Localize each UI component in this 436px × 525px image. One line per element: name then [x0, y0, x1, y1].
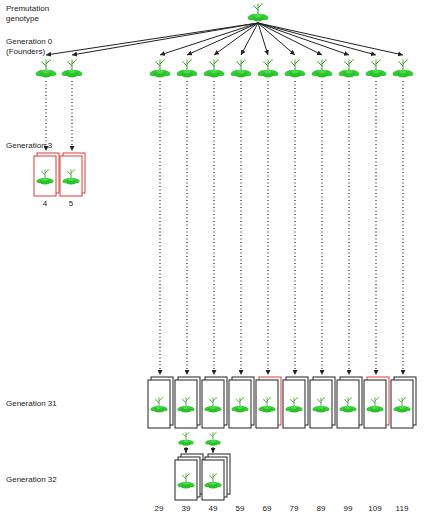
plant-icon: [392, 59, 414, 78]
sample-box: [60, 156, 82, 196]
sample-box: [175, 380, 197, 428]
plant-icon: [312, 397, 330, 413]
plant-icon: [339, 397, 357, 413]
dotted-arrow: [186, 81, 187, 375]
sample-box: [256, 380, 278, 428]
line-number: 59: [227, 504, 253, 514]
plant-icon: [177, 473, 195, 489]
plant-icon: [149, 59, 171, 78]
plant-icon: [365, 59, 387, 78]
arrow: [160, 23, 258, 55]
lineage-lines: [46, 81, 403, 375]
plant-icon: [36, 169, 54, 185]
dotted-arrow: [267, 81, 268, 375]
sample-box: [310, 380, 332, 428]
arrow: [258, 23, 322, 55]
sample-box: [175, 460, 197, 500]
arrow: [214, 23, 258, 55]
arrow: [258, 23, 349, 55]
plant-icon: [150, 397, 168, 413]
arrow: [186, 447, 187, 453]
plant-icon: [393, 397, 411, 413]
plant-icon: [258, 397, 276, 413]
plant-icon: [203, 59, 225, 78]
line-number: 99: [335, 504, 361, 514]
line-number: 69: [254, 504, 280, 514]
sample-box: [202, 460, 224, 500]
dotted-arrow: [348, 81, 349, 375]
founder-arrows: [46, 23, 403, 55]
row-label: Generation 3: [6, 141, 76, 151]
row-label: Premutation genotype: [6, 4, 64, 24]
line-number: 4: [35, 199, 55, 209]
dotted-arrow: [240, 81, 241, 375]
arrow: [213, 447, 214, 453]
plant-icon: [247, 3, 269, 22]
plant-icon: [338, 59, 360, 78]
line-number: 29: [146, 504, 172, 514]
arrow: [46, 23, 258, 55]
dotted-arrow: [71, 81, 72, 151]
plant-icon: [366, 397, 384, 413]
founder-plants: [35, 59, 414, 78]
dotted-arrow: [375, 81, 376, 375]
plant-icon: [285, 397, 303, 413]
dotted-arrow: [45, 81, 46, 151]
plant-icon: [62, 169, 80, 185]
dotted-arrow: [294, 81, 295, 375]
plant-icon: [177, 397, 195, 413]
dotted-arrow: [213, 81, 214, 375]
line-number: 119: [389, 504, 415, 514]
row-label: Generation 32: [6, 475, 86, 485]
plant-icon: [231, 397, 249, 413]
plant-icon: [178, 432, 195, 446]
dotted-arrow: [321, 81, 322, 375]
arrow: [258, 23, 403, 55]
generation-3-boxes: [34, 153, 85, 196]
plant-icon: [311, 59, 333, 78]
arrow: [187, 23, 258, 55]
plant-icon: [61, 59, 83, 78]
sample-box: [337, 380, 359, 428]
sample-box: [391, 380, 413, 428]
dotted-arrow: [159, 81, 160, 375]
arrow: [258, 23, 376, 55]
generation-32-boxes: [175, 454, 230, 500]
plant-icon: [204, 397, 222, 413]
line-number: 5: [61, 199, 81, 209]
line-number: 89: [308, 504, 334, 514]
sample-box: [202, 380, 224, 428]
plant-icon: [257, 59, 279, 78]
sample-box: [148, 380, 170, 428]
generation-32-arrows: [186, 447, 213, 453]
row-label: Generation 0 (Founders): [6, 37, 60, 57]
plant-icon: [35, 59, 57, 78]
sample-box: [364, 380, 386, 428]
generation-31-boxes: [148, 377, 416, 428]
sample-box: [229, 380, 251, 428]
plant-icon: [176, 59, 198, 78]
arrow: [72, 23, 258, 55]
plant-icon: [284, 59, 306, 78]
sample-box: [34, 156, 56, 196]
line-number: 79: [281, 504, 307, 514]
plant-icon: [204, 473, 222, 489]
sample-box: [283, 380, 305, 428]
line-number: 39: [173, 504, 199, 514]
line-number: 109: [362, 504, 388, 514]
arrow: [241, 23, 258, 55]
plant-icon: [230, 59, 252, 78]
row-label: Generation 31: [6, 399, 86, 409]
line-number: 49: [200, 504, 226, 514]
plant-icon: [205, 432, 222, 446]
dotted-arrow: [402, 81, 403, 375]
generation-31-plants: [150, 397, 411, 413]
